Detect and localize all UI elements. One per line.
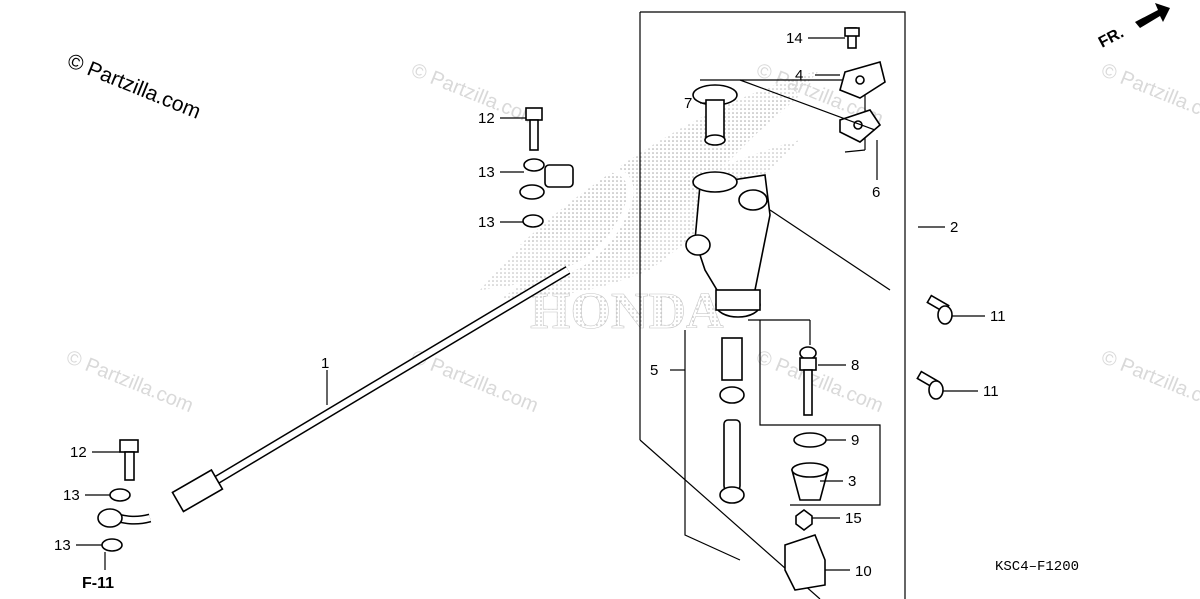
watermark-text: © Partzilla.com xyxy=(1098,59,1200,130)
callout-6: 6 xyxy=(872,184,880,201)
banjo-bolt-upper xyxy=(519,107,545,228)
callout-12: 12 xyxy=(478,110,495,127)
callout-13: 13 xyxy=(478,214,495,231)
callout-13: 13 xyxy=(63,487,80,504)
watermark-text: © Partzilla.com xyxy=(753,346,886,417)
cover-plate xyxy=(839,27,886,143)
callouts: 1 2 3 4 5 6 7 8 9 10 11 11 12 12 13 13 1… xyxy=(54,30,1006,580)
diagram-code: KSC4–F1200 xyxy=(995,559,1079,575)
callout-13: 13 xyxy=(478,164,495,181)
callout-3: 3 xyxy=(848,473,856,490)
copyright-text: © Partzilla.com xyxy=(64,49,204,123)
mounting-bolts xyxy=(916,294,953,400)
honda-brand-watermark: HONDA xyxy=(530,283,724,340)
watermark-text: © Partzilla.com xyxy=(1098,346,1200,417)
direction-label: FR. xyxy=(1096,24,1127,51)
callout-15: 15 xyxy=(845,510,862,527)
callout-9: 9 xyxy=(851,432,859,449)
callout-12: 12 xyxy=(70,444,87,461)
watermark-text: © Partzilla.com xyxy=(408,59,541,130)
callout-11: 11 xyxy=(990,308,1006,325)
reference-label: F-11 xyxy=(82,575,114,592)
callout-13: 13 xyxy=(54,537,71,554)
callout-4: 4 xyxy=(795,67,803,84)
callout-7: 7 xyxy=(684,95,692,112)
callout-5: 5 xyxy=(650,362,658,379)
callout-11: 11 xyxy=(983,383,999,400)
watermark-text: © Partzilla.com xyxy=(63,346,196,417)
master-cylinder-body xyxy=(685,171,771,318)
callout-1: 1 xyxy=(321,355,329,372)
reservoir-joint xyxy=(692,84,738,146)
small-parts xyxy=(784,432,830,591)
push-rod xyxy=(799,346,817,416)
arrow-icon xyxy=(1135,3,1170,28)
callout-8: 8 xyxy=(851,357,859,374)
callout-14: 14 xyxy=(786,30,803,47)
brake-hose xyxy=(97,164,634,528)
banjo-bolt-lower xyxy=(101,439,139,552)
callout-10: 10 xyxy=(855,563,872,580)
leader-lines xyxy=(76,37,985,571)
piston-kit xyxy=(719,337,745,504)
callout-2: 2 xyxy=(950,219,958,236)
direction-indicator: FR. xyxy=(1096,3,1170,52)
